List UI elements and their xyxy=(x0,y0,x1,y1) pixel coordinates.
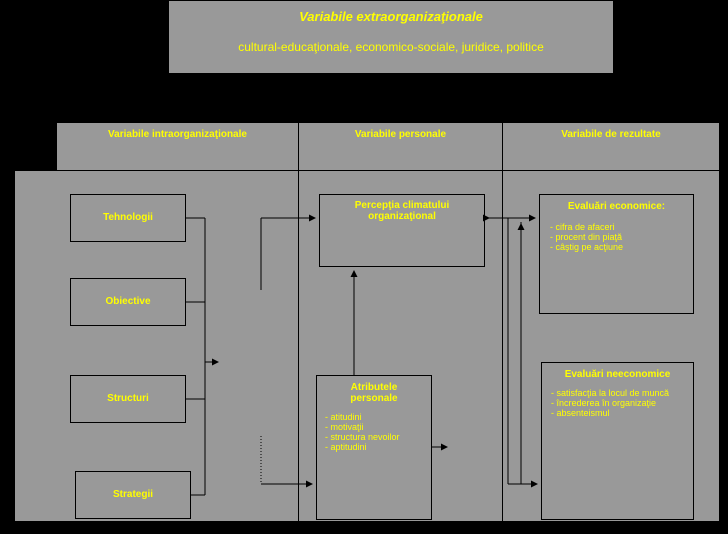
list-item: - procent din piaţă xyxy=(550,232,623,242)
list-item: - atitudini xyxy=(325,412,362,422)
list-item: - motivaţii xyxy=(325,422,364,432)
list-item: - satisfacţia la locul de muncă xyxy=(551,388,670,398)
list-item: - structura nevoilor xyxy=(325,432,400,442)
list-item: - aptitudini xyxy=(325,442,367,452)
economic-evaluations-title: Evaluări economice: xyxy=(567,201,666,212)
column-header-results: Variabile de rezultate xyxy=(502,122,720,171)
extraorganizational-subtitle: cultural-educaţionale, economico-sociale… xyxy=(238,40,544,54)
personal-attributes-title: Atributele personale xyxy=(350,382,398,404)
personal-attributes-list: - atitudini - motivaţii - structura nevo… xyxy=(325,412,431,452)
column-header-personal: Variabile personale xyxy=(298,122,503,171)
list-item: - încrederea în organizaţie xyxy=(551,398,657,408)
separator-personal-results xyxy=(502,170,503,522)
extraorganizational-title: Variabile extraorganizaţionale xyxy=(299,9,483,24)
economic-evaluations-box: Evaluări economice: - cifra de afaceri -… xyxy=(539,194,694,314)
personal-attributes-box: Atributele personale - atitudini - motiv… xyxy=(316,375,432,520)
item-tehnologii: Tehnologii xyxy=(70,194,186,242)
list-item: - cifra de afaceri xyxy=(550,222,615,232)
column-header-intra: Variabile intraorganizaţionale xyxy=(56,122,299,171)
separator-intra-personal xyxy=(298,170,299,522)
noneconomic-evaluations-title: Evaluări neeconomice xyxy=(564,369,671,380)
item-obiective: Obiective xyxy=(70,278,186,326)
climate-perception-box: Percepţia climatului organizaţional xyxy=(319,194,485,267)
list-item: - câştig pe acţiune xyxy=(550,242,624,252)
noneconomic-evaluations-list: - satisfacţia la locul de muncă - încred… xyxy=(551,388,693,418)
item-structuri: Structuri xyxy=(70,375,186,423)
extraorganizational-box: Variabile extraorganizaţionale cultural-… xyxy=(168,0,614,74)
list-item: - absenteismul xyxy=(551,408,610,418)
item-strategii: Strategii xyxy=(75,471,191,519)
economic-evaluations-list: - cifra de afaceri - procent din piaţă -… xyxy=(550,222,693,252)
noneconomic-evaluations-box: Evaluări neeconomice - satisfacţia la lo… xyxy=(541,362,694,520)
